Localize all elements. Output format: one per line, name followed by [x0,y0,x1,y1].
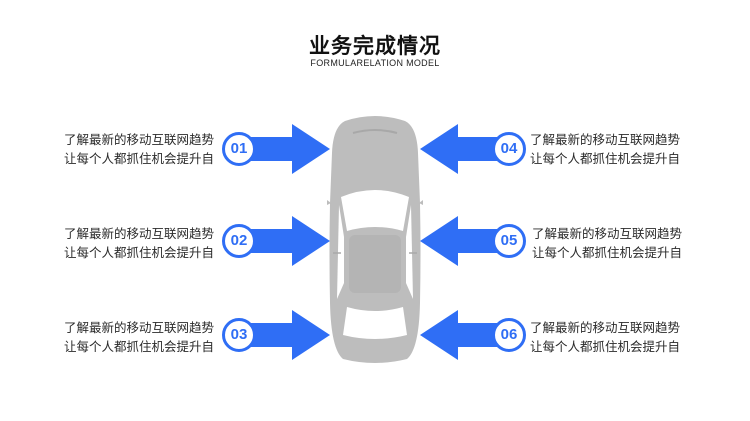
badge-02: 02 [222,224,256,258]
badge-05: 05 [492,224,526,258]
item-line1: 了解最新的移动互联网趋势 [530,132,681,147]
car-roof [349,235,401,293]
item-line2: 让每个人都抓住机会提升自 [530,339,681,354]
item-text-04: 了解最新的移动互联网趋势 让每个人都抓住机会提升自 [530,130,720,168]
item-line2: 让每个人都抓住机会提升自 [532,245,683,260]
page-subtitle: FORMULARELATION MODEL [310,58,440,68]
car-mirror-left [327,200,331,205]
car-side-window-left [337,205,344,299]
car-top-view-illustration [327,116,423,363]
car-side-window-right [406,205,413,299]
arrow-left-05 [420,216,518,266]
item-text-05: 了解最新的移动互联网趋势 让每个人都抓住机会提升自 [532,224,722,262]
badge-01: 01 [222,132,256,166]
arrow-right-01 [232,124,330,174]
item-line1: 了解最新的移动互联网趋势 [532,226,683,241]
item-line2: 让每个人都抓住机会提升自 [63,339,214,354]
arrow-right-02 [232,216,330,266]
item-text-06: 了解最新的移动互联网趋势 让每个人都抓住机会提升自 [530,318,720,356]
item-line2: 让每个人都抓住机会提升自 [63,151,214,166]
item-line2: 让每个人都抓住机会提升自 [63,245,214,260]
car-windshield [341,190,409,231]
item-line2: 让每个人都抓住机会提升自 [530,151,681,166]
item-line1: 了解最新的移动互联网趋势 [63,132,214,147]
car-rear-window [343,307,407,339]
arrow-left-04 [420,124,518,174]
page-title: 业务完成情况 [309,34,441,58]
arrow-right-03 [232,310,330,360]
item-line1: 了解最新的移动互联网趋势 [530,320,681,335]
badge-03: 03 [222,318,256,352]
item-text-01: 了解最新的移动互联网趋势 让每个人都抓住机会提升自 [24,130,214,168]
item-text-02: 了解最新的移动互联网趋势 让每个人都抓住机会提升自 [24,224,214,262]
item-text-03: 了解最新的移动互联网趋势 让每个人都抓住机会提升自 [24,318,214,356]
item-line1: 了解最新的移动互联网趋势 [63,226,214,241]
car-mirror-right [419,200,423,205]
badge-06: 06 [492,318,526,352]
badge-04: 04 [492,132,526,166]
arrow-left-06 [420,310,518,360]
item-line1: 了解最新的移动互联网趋势 [63,320,214,335]
